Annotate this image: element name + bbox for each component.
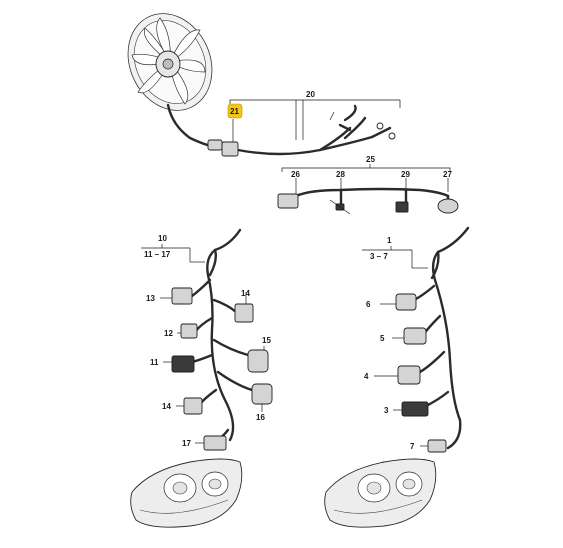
label-11-17: 11 – 17 xyxy=(144,250,171,259)
connector-17 xyxy=(203,435,227,451)
connector-5 xyxy=(403,327,427,345)
label-5: 5 xyxy=(380,334,385,343)
label-29: 29 xyxy=(401,170,410,179)
connector-6 xyxy=(395,293,417,311)
connector-27 xyxy=(437,198,459,214)
label-27: 27 xyxy=(443,170,452,179)
connector-12 xyxy=(180,323,198,339)
headlight-left xyxy=(130,458,243,528)
harness-25: 25 26 28 29 27 xyxy=(277,155,459,215)
connector-15 xyxy=(247,349,269,373)
label-3-7: 3 – 7 xyxy=(370,252,388,261)
label-26: 26 xyxy=(291,170,300,179)
label-14-bottom: 14 xyxy=(162,402,171,411)
label-14-top: 14 xyxy=(241,289,250,298)
label-1: 1 xyxy=(387,236,392,245)
label-3: 3 xyxy=(384,406,389,415)
label-16: 16 xyxy=(256,413,265,422)
connector-16 xyxy=(251,383,273,405)
connector-26 xyxy=(277,193,299,209)
connector-3 xyxy=(401,401,429,417)
label-4: 4 xyxy=(364,372,369,381)
label-15: 15 xyxy=(262,336,271,345)
label-25: 25 xyxy=(366,155,375,164)
fan-connector xyxy=(207,139,223,151)
label-21: 21 xyxy=(230,107,239,116)
radiator-fan xyxy=(127,13,223,151)
connector-14-top xyxy=(234,303,254,323)
connector-7 xyxy=(427,439,447,453)
connector-11 xyxy=(171,355,195,373)
highlight-badge-21 xyxy=(227,103,243,119)
harness-10: 10 11 – 17 13 14 12 15 11 16 14 xyxy=(141,228,273,451)
connector-21 xyxy=(221,141,239,157)
label-28: 28 xyxy=(336,170,345,179)
label-7: 7 xyxy=(410,442,415,451)
connector-13 xyxy=(171,287,193,305)
label-12: 12 xyxy=(164,329,173,338)
label-17: 17 xyxy=(182,439,191,448)
label-6: 6 xyxy=(366,300,371,309)
label-10: 10 xyxy=(158,234,167,243)
headlight-right xyxy=(324,458,437,528)
connector-4 xyxy=(397,365,421,385)
label-11: 11 xyxy=(150,358,159,367)
label-20: 20 xyxy=(306,90,315,99)
connector-14-bottom xyxy=(183,397,203,415)
harness-20: 20 21 xyxy=(221,90,401,157)
label-13: 13 xyxy=(146,294,155,303)
connector-29 xyxy=(395,201,409,213)
harness-1: 1 3 – 7 6 5 4 3 7 xyxy=(362,226,470,453)
